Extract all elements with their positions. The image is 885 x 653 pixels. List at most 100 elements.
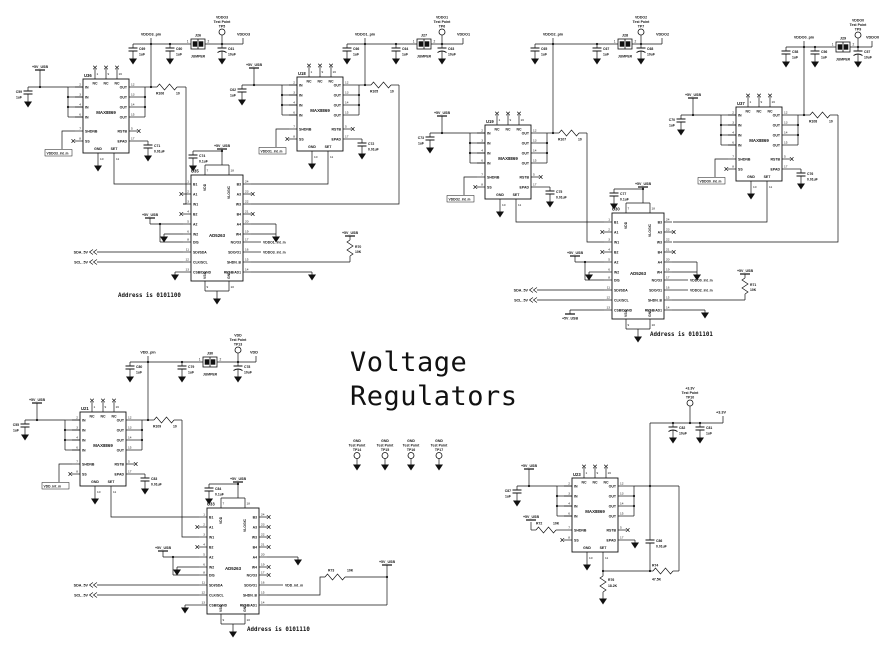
power-net-label: +5V_USB [521,464,537,468]
ref-des: U30 [612,207,620,212]
pin-number: 2 [220,358,222,362]
power-symbol: +5V_USB [342,231,358,237]
pin-name: OUT [334,83,342,87]
cap-ref: C60 [176,47,182,51]
junction-dot [143,95,147,99]
net-label-int: VDDO2_int_m [449,198,471,202]
pin-name: IN [738,123,742,127]
pin-number: 10 [231,285,235,289]
jumper-type: JUMPER [417,55,432,59]
pin-name: NC [328,80,334,84]
net-label-int: VDDO0_int_m [690,278,713,282]
junction-dot [555,494,559,498]
port-chevron-icon [88,249,98,255]
cap-value: 0.01uF [807,178,818,182]
net-label-int: VDD_int_m [285,583,303,587]
pin-number: 1 [203,513,205,517]
pin-number: 18 [231,169,235,173]
pin-name: EPAD [607,538,617,542]
pin-name: SHDN_B [648,298,662,302]
jumper-ref: J27 [421,34,427,38]
pin-name: NC [89,415,95,419]
nc-x-icon [505,111,511,116]
gnd-symbol [513,498,521,507]
pin-name: A4 [253,555,257,559]
pin-number: 16 [521,118,525,122]
cap-value: 1uF [139,53,145,57]
regulator-cluster-U18: U18MAX88691NC9NC16NC2IN3IN4IN6IN7SHDNB8S… [230,16,470,205]
pin-number: 7 [293,125,295,129]
pin-name: OUT [120,85,128,89]
pin-name: CLK/SCL [614,298,629,302]
address-label: Address is 0101101 [650,332,713,338]
pin-number: 6 [293,111,295,115]
port-chevron-icon [88,259,98,265]
gnd-symbol [213,296,221,305]
pin-name: SHDN_B [243,593,257,597]
pin-number: 8 [76,470,78,474]
pin-name: OUT [609,494,617,498]
pin-number: 4 [79,103,81,107]
pin-name: SHDNB [85,129,98,133]
gnd-symbol [238,97,246,106]
cap-value: 10uF [448,53,456,57]
pin-name: IN [299,103,303,107]
gnd-symbol [166,56,174,65]
junction-dot [66,105,70,109]
test-point-circle [438,28,446,36]
pin-number: 2 [76,416,78,420]
pin-number: 5 [131,127,133,131]
test-point-circle [435,452,443,459]
net-label-int: VDDO3_int_m [263,250,286,254]
gnd-symbol [669,435,677,444]
cap-ref: C80 [136,365,142,369]
res-value: 10 [173,425,177,429]
port-label: SDA_5V [514,288,529,292]
pin-number: 3 [732,121,734,125]
regulator-3v3-cluster-U23: U23MAX88691NC9NC16NC2IN3IN4IN6IN7SHDNB8S… [505,387,726,605]
port-label: SCL_5V [74,260,88,264]
cap-ref: C61 [228,47,234,51]
pin-number: 2 [293,81,295,85]
pin-name: RESB/AD1 [645,308,662,312]
pin-name: SET [108,480,116,484]
pin-number: 5 [533,173,535,177]
gnd-symbol [308,272,316,281]
junction-dot [545,141,549,145]
pin-name: NC [100,415,106,419]
cap-ref: C76 [807,172,813,176]
pin-number: 4 [732,131,734,135]
resistor-symbol [599,575,607,593]
pin-number: 7 [76,460,78,464]
pin-number: 9 [510,118,512,122]
gnd-symbol [91,496,99,505]
pin-name: GND [648,309,652,317]
pin-number: 9 [207,285,209,289]
pin-name: OUT [120,105,128,109]
pin-name: RSTB [519,175,529,179]
pin-name: B3 [253,515,257,519]
pin-name: NC [317,80,323,84]
pin-name: OUT [522,161,530,165]
pin-number: 3 [568,492,570,496]
pin-name: DIS [614,278,620,282]
pin-number: 8 [481,183,483,187]
pin-name: W4 [252,565,257,569]
gnd-symbol [24,99,32,108]
pin-number: 15 [131,113,135,117]
pin-name: DIS [193,240,199,244]
pin-number: 12 [131,83,135,87]
power-symbol: +5V_USB [230,477,246,483]
